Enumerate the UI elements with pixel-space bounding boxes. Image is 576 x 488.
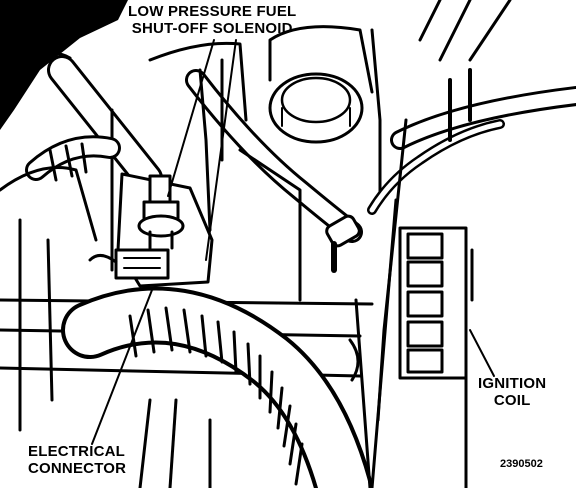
upper-fuel-hose (38, 52, 163, 193)
solenoid-label-line2: SHUT-OFF SOLENOID (131, 19, 293, 37)
lower-components (138, 298, 372, 488)
electrical-connector-illustration (88, 248, 170, 280)
ignition-label-line2: COIL (493, 391, 531, 409)
connector-label-line2: CONNECTOR (28, 459, 127, 477)
figure-number: 2390502 (500, 458, 543, 470)
ignition-label-line1: IGNITION (478, 375, 547, 392)
connector-leader (91, 289, 153, 445)
ignition-coil-callout: IGNITION COIL (478, 375, 547, 409)
fuel-shut-off-solenoid (116, 172, 214, 288)
electrical-connector-callout: ELECTRICAL CONNECTOR (28, 443, 127, 477)
ignition-leader (469, 329, 495, 377)
reservoir-cap (268, 25, 382, 202)
right-hose-fitting (325, 214, 361, 273)
lower-left-pipe (0, 135, 121, 432)
solenoid-callout: LOW PRESSURE FUEL SHUT-OFF SOLENOID (128, 3, 297, 37)
connector-label-line1: ELECTRICAL (28, 443, 125, 460)
background-shading (0, 0, 128, 130)
solenoid-leader-right (205, 39, 237, 261)
solenoid-label-line1: LOW PRESSURE FUEL (128, 3, 297, 20)
solenoid-leader-left (167, 39, 215, 197)
ignition-coil-illustration (398, 226, 474, 488)
fuel-rail-pipes (367, 0, 576, 488)
callout-leaders (91, 39, 495, 445)
